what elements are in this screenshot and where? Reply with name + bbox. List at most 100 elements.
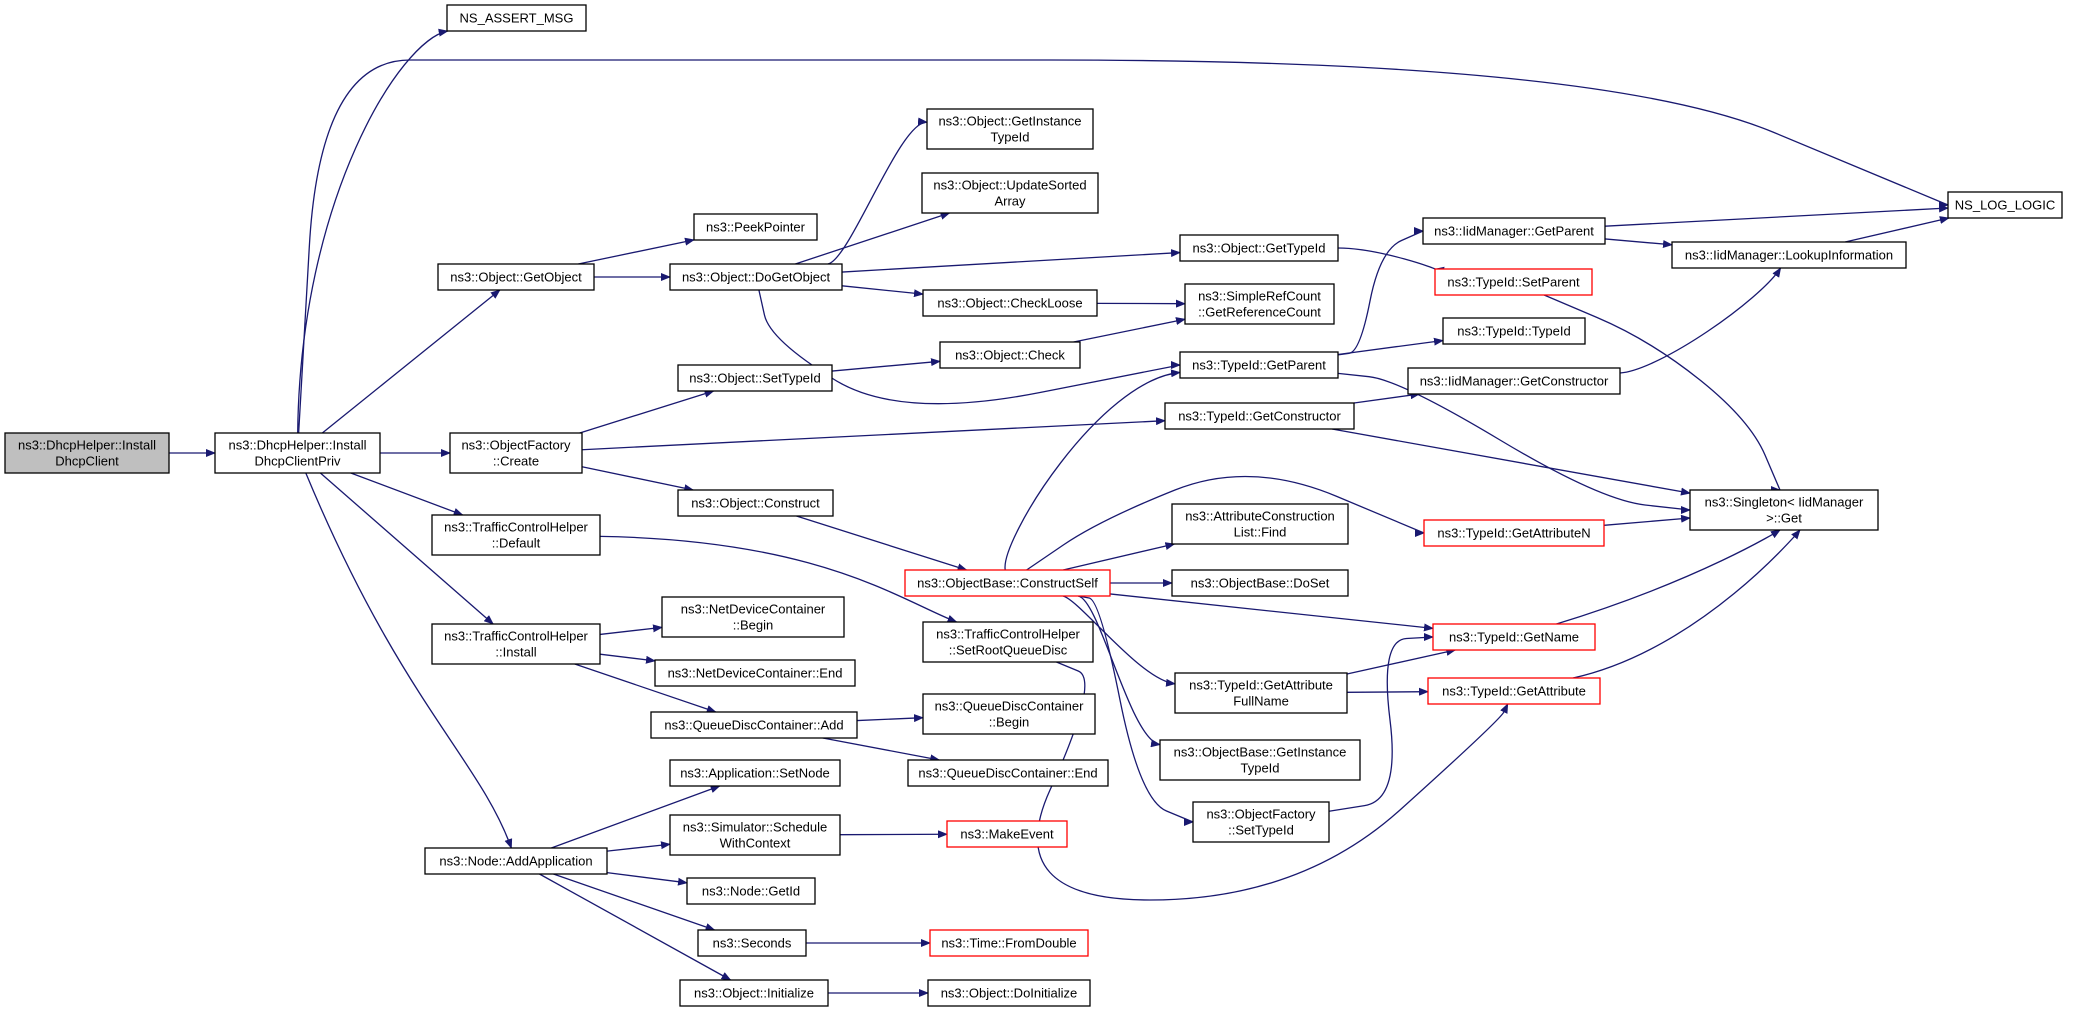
node-box[interactable] bbox=[1192, 801, 1330, 843]
node-n28[interactable]: ns3::MakeEvent bbox=[946, 820, 1068, 848]
node-n24[interactable]: ns3::Object::Check bbox=[939, 341, 1081, 369]
node-box[interactable] bbox=[4, 432, 170, 474]
node-n16[interactable]: ns3::Application::SetNode bbox=[669, 759, 841, 787]
node-box[interactable] bbox=[1689, 489, 1879, 531]
node-box[interactable] bbox=[669, 814, 841, 856]
node-box[interactable] bbox=[946, 820, 1068, 848]
node-n43[interactable]: ns3::TypeId::TypeId bbox=[1442, 317, 1586, 345]
node-n33[interactable]: ns3::TypeId::GetParent bbox=[1179, 351, 1339, 379]
node-box[interactable] bbox=[1422, 217, 1606, 245]
node-n18[interactable]: ns3::Node::GetId bbox=[686, 877, 816, 905]
node-box[interactable] bbox=[922, 621, 1094, 663]
node-n13[interactable]: ns3::NetDeviceContainer::Begin bbox=[661, 596, 845, 638]
node-n30[interactable]: ns3::Object::DoInitialize bbox=[927, 979, 1091, 1007]
node-box[interactable] bbox=[669, 759, 841, 787]
node-n31[interactable]: ns3::Object::GetTypeId bbox=[1179, 234, 1339, 262]
node-box[interactable] bbox=[926, 108, 1094, 150]
node-n23[interactable]: ns3::Object::CheckLoose bbox=[922, 289, 1098, 317]
node-box[interactable] bbox=[449, 432, 583, 474]
node-box[interactable] bbox=[921, 172, 1099, 214]
node-box[interactable] bbox=[669, 263, 843, 291]
node-n47[interactable]: ns3::TypeId::GetAttribute bbox=[1427, 677, 1601, 705]
node-n12[interactable]: ns3::Object::Construct bbox=[677, 489, 834, 517]
node-n40[interactable]: ns3::ObjectFactory::SetTypeId bbox=[1192, 801, 1330, 843]
node-box[interactable] bbox=[686, 877, 816, 905]
node-n42[interactable]: ns3::TypeId::SetParent bbox=[1434, 268, 1593, 296]
node-n2[interactable]: NS_ASSERT_MSG bbox=[446, 4, 587, 32]
node-box[interactable] bbox=[693, 213, 818, 241]
node-n20[interactable]: ns3::Object::Initialize bbox=[679, 979, 829, 1007]
node-box[interactable] bbox=[1171, 569, 1349, 597]
node-box[interactable] bbox=[661, 596, 845, 638]
node-box[interactable] bbox=[922, 693, 1096, 735]
node-n4[interactable]: ns3::Object::GetObject bbox=[437, 263, 595, 291]
node-box[interactable] bbox=[1171, 503, 1349, 545]
node-box[interactable] bbox=[424, 847, 608, 875]
node-box[interactable] bbox=[1947, 191, 2063, 219]
node-box[interactable] bbox=[927, 979, 1091, 1007]
node-n7[interactable]: ns3::TrafficControlHelper::Install bbox=[431, 623, 601, 665]
node-box[interactable] bbox=[904, 569, 1111, 597]
node-n34[interactable]: ns3::TypeId::GetConstructor bbox=[1164, 402, 1355, 430]
node-n45[interactable]: ns3::TypeId::GetAttributeN bbox=[1423, 519, 1605, 547]
node-n5[interactable]: ns3::ObjectFactory::Create bbox=[449, 432, 583, 474]
node-box[interactable] bbox=[679, 979, 829, 1007]
node-box[interactable] bbox=[431, 623, 601, 665]
node-n49[interactable]: ns3::Singleton< IidManager>::Get bbox=[1689, 489, 1879, 531]
node-box[interactable] bbox=[929, 929, 1089, 957]
node-n8[interactable]: ns3::Node::AddApplication bbox=[424, 847, 608, 875]
node-n11[interactable]: ns3::Object::SetTypeId bbox=[677, 364, 833, 392]
node-box[interactable] bbox=[654, 659, 856, 687]
node-n32[interactable]: ns3::SimpleRefCount::GetReferenceCount bbox=[1184, 283, 1335, 325]
node-box[interactable] bbox=[1432, 623, 1596, 651]
node-n26[interactable]: ns3::QueueDiscContainer::Begin bbox=[922, 693, 1096, 735]
node-n46[interactable]: ns3::TypeId::GetName bbox=[1432, 623, 1596, 651]
node-n19[interactable]: ns3::Seconds bbox=[697, 929, 807, 957]
node-box[interactable] bbox=[677, 489, 834, 517]
node-box[interactable] bbox=[1179, 351, 1339, 379]
node-box[interactable] bbox=[939, 341, 1081, 369]
node-box[interactable] bbox=[1442, 317, 1586, 345]
node-n35[interactable]: ns3::ObjectBase::ConstructSelf bbox=[904, 569, 1111, 597]
node-box[interactable] bbox=[677, 364, 833, 392]
node-n41[interactable]: ns3::IidManager::GetParent bbox=[1422, 217, 1606, 245]
node-box[interactable] bbox=[1407, 367, 1621, 395]
node-box[interactable] bbox=[1179, 234, 1339, 262]
node-n29[interactable]: ns3::Time::FromDouble bbox=[929, 929, 1089, 957]
node-n37[interactable]: ns3::ObjectBase::DoSet bbox=[1171, 569, 1349, 597]
node-n15[interactable]: ns3::QueueDiscContainer::Add bbox=[650, 711, 858, 739]
node-box[interactable] bbox=[214, 432, 381, 474]
node-n14[interactable]: ns3::NetDeviceContainer::End bbox=[654, 659, 856, 687]
node-box[interactable] bbox=[437, 263, 595, 291]
node-box[interactable] bbox=[1184, 283, 1335, 325]
node-n48[interactable]: ns3::IidManager::LookupInformation bbox=[1671, 241, 1907, 269]
node-box[interactable] bbox=[1164, 402, 1355, 430]
node-n6[interactable]: ns3::TrafficControlHelper::Default bbox=[431, 514, 601, 556]
node-n27[interactable]: ns3::QueueDiscContainer::End bbox=[907, 759, 1109, 787]
node-n10[interactable]: ns3::Object::DoGetObject bbox=[669, 263, 843, 291]
node-n44[interactable]: ns3::IidManager::GetConstructor bbox=[1407, 367, 1621, 395]
node-box[interactable] bbox=[697, 929, 807, 957]
node-n9[interactable]: ns3::PeekPointer bbox=[693, 213, 818, 241]
node-box[interactable] bbox=[650, 711, 858, 739]
node-n25[interactable]: ns3::TrafficControlHelper::SetRootQueueD… bbox=[922, 621, 1094, 663]
node-box[interactable] bbox=[1434, 268, 1593, 296]
node-box[interactable] bbox=[446, 4, 587, 32]
node-box[interactable] bbox=[1174, 672, 1348, 714]
node-box[interactable] bbox=[431, 514, 601, 556]
node-box[interactable] bbox=[1671, 241, 1907, 269]
node-n3[interactable]: NS_LOG_LOGIC bbox=[1947, 191, 2063, 219]
node-box[interactable] bbox=[1427, 677, 1601, 705]
node-box[interactable] bbox=[907, 759, 1109, 787]
node-box[interactable] bbox=[1159, 739, 1361, 781]
node-box[interactable] bbox=[1423, 519, 1605, 547]
node-box[interactable] bbox=[922, 289, 1098, 317]
